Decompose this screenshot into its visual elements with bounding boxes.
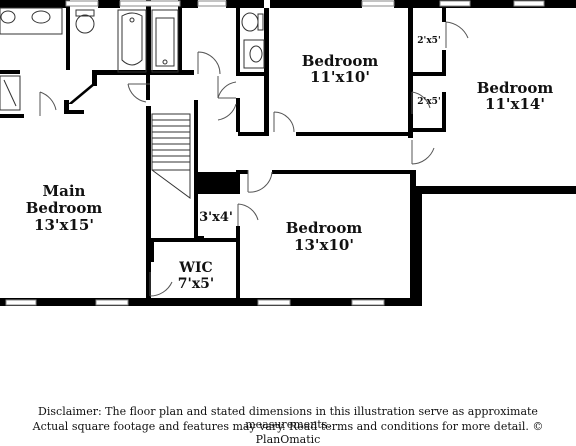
main-bedroom-name-line2: Bedroom — [26, 199, 103, 217]
bedroom-right-size: 11'x14' — [485, 95, 545, 113]
bath-fixtures — [0, 7, 265, 111]
bedroom-bottom-name: Bedroom — [286, 219, 363, 237]
bedroom-right-name: Bedroom — [477, 79, 554, 97]
staircase — [151, 113, 191, 199]
closet-top-size: 2'x5' — [417, 36, 440, 46]
bedroom-top-name: Bedroom — [302, 52, 379, 70]
room-labels: Bedroom 11'x10' Bedroom 11'x14' Main Bed… — [26, 36, 554, 292]
wic-size: 7'x5' — [178, 276, 214, 292]
wic-name: WIC — [178, 260, 212, 276]
bedroom-top-size: 11'x10' — [310, 68, 370, 86]
disclaimer-line-2: Actual square footage and features may v… — [32, 420, 544, 446]
floor-plan: Bedroom 11'x10' Bedroom 11'x14' Main Bed… — [0, 0, 576, 306]
door-swings — [39, 21, 469, 297]
windows — [5, 0, 545, 306]
closet-3x4-size: 3'x4' — [199, 210, 233, 225]
bedroom-bottom-size: 13'x10' — [294, 236, 354, 254]
walls — [0, 0, 576, 306]
disclaimer-line-1: Disclaimer: The floor plan and stated di… — [38, 405, 538, 431]
main-bedroom-size: 13'x15' — [34, 216, 94, 234]
closet-mid-size: 2'x5' — [417, 97, 440, 107]
main-bedroom-name-line1: Main — [43, 182, 86, 200]
